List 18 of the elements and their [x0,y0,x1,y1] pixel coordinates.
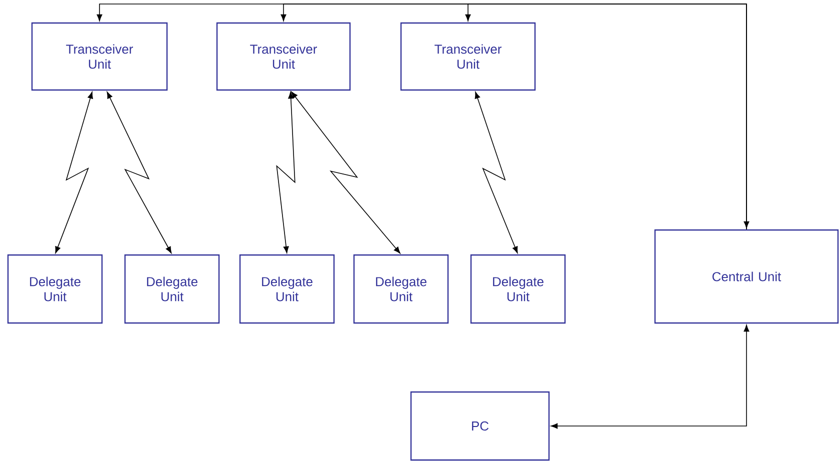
wireless-link-arrow [291,92,400,254]
unit-box: Transceiver Unit [400,22,536,91]
unit-box: Transceiver Unit [216,22,351,91]
unit-box: Central Unit [654,229,839,324]
unit-box: Delegate Unit [7,254,103,324]
unit-box: Delegate Unit [239,254,335,324]
bus-arrow [465,4,747,230]
wireless-link-arrow [474,92,518,254]
unit-box: Delegate Unit [124,254,220,324]
arrow [550,324,750,429]
wireless-link-arrow [276,92,296,254]
wireless-link-arrow [55,92,93,254]
unit-box: Transceiver Unit [31,22,168,91]
unit-box: Delegate Unit [353,254,449,324]
bus-arrow [96,4,750,228]
wireless-link-arrow [106,92,172,254]
unit-box: Delegate Unit [470,254,566,324]
unit-box: PC [410,391,550,461]
